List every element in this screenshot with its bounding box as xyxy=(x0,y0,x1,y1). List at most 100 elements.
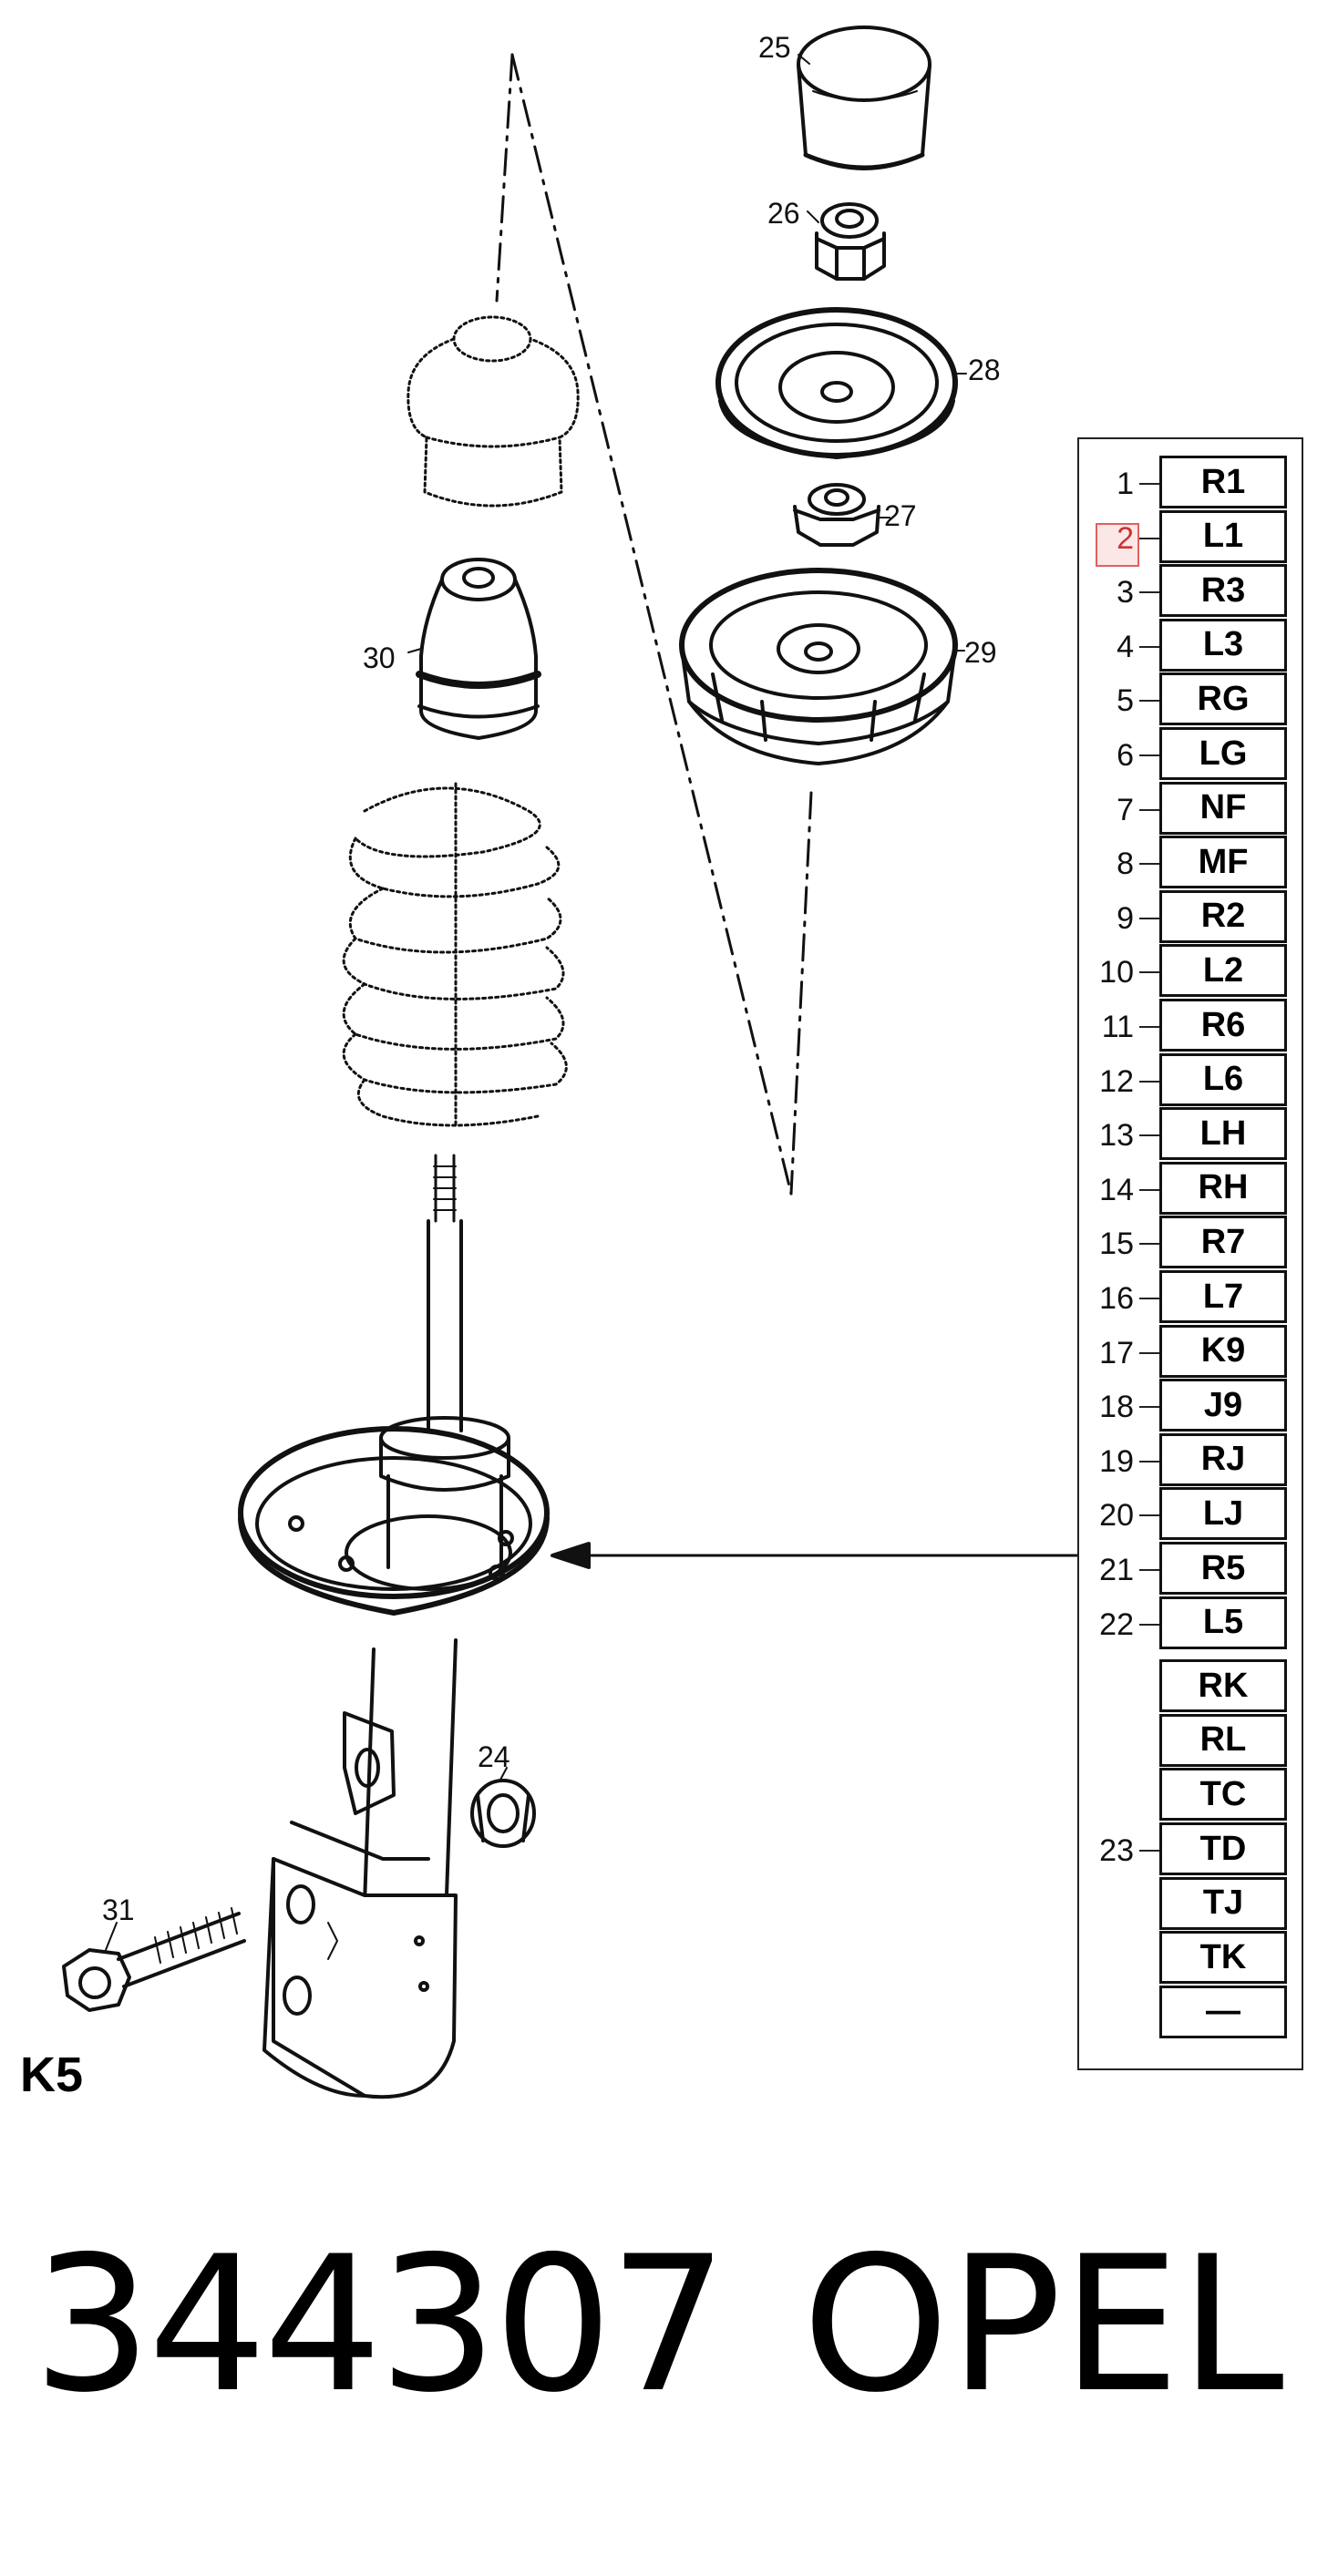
variant-tick xyxy=(1139,754,1159,756)
coil-spring xyxy=(342,782,568,1127)
variant-code: TD xyxy=(1159,1822,1287,1875)
variant-code: LG xyxy=(1159,727,1287,780)
variant-tick xyxy=(1139,971,1159,974)
variant-number: 15 xyxy=(1099,1226,1134,1262)
variant-code: RH xyxy=(1159,1161,1287,1215)
variant-number: 20 xyxy=(1099,1498,1134,1534)
variant-code: L7 xyxy=(1159,1270,1287,1323)
shock-absorber xyxy=(238,1154,550,2099)
variant-tick xyxy=(1139,1080,1159,1083)
callout-26: 26 xyxy=(767,197,800,230)
variant-tick xyxy=(1139,1623,1159,1626)
variant-code: L1 xyxy=(1159,509,1287,563)
variant-code: L2 xyxy=(1159,944,1287,998)
variant-number: 19 xyxy=(1099,1443,1134,1479)
variant-code: L3 xyxy=(1159,618,1287,672)
callout-31: 31 xyxy=(102,1894,135,1926)
variant-number: 11 xyxy=(1101,1010,1134,1044)
variant-tick xyxy=(1139,863,1159,866)
variant-number: 21 xyxy=(1099,1553,1134,1587)
construction-lines xyxy=(495,53,813,1196)
variant-code: RL xyxy=(1159,1713,1287,1767)
variant-code: R5 xyxy=(1159,1542,1287,1595)
variant-tick xyxy=(1139,1406,1159,1409)
variant-code: L6 xyxy=(1159,1052,1287,1106)
variant-code: R1 xyxy=(1159,456,1287,508)
variant-tick xyxy=(1139,917,1159,919)
variant-code: LJ xyxy=(1159,1487,1287,1541)
bump-stop-30 xyxy=(416,558,541,740)
bump-rubber-upper xyxy=(407,315,580,508)
variant-number: 10 xyxy=(1099,955,1134,990)
variant-code: — xyxy=(1159,1985,1287,2038)
variant-tick xyxy=(1139,1514,1159,1517)
callout-28: 28 xyxy=(968,354,1001,386)
variant-code: RK xyxy=(1159,1659,1287,1713)
variant-number: 18 xyxy=(1099,1390,1134,1425)
brand-name: OPEL xyxy=(802,2217,1284,2434)
highlight-marker xyxy=(1096,523,1139,567)
variant-arrow xyxy=(551,1542,1079,1569)
variant-tick xyxy=(1139,1460,1159,1462)
variant-number: 7 xyxy=(1117,792,1134,827)
variant-tick xyxy=(1139,537,1159,539)
variant-code: J9 xyxy=(1159,1379,1287,1432)
variant-code: RG xyxy=(1159,672,1287,726)
strut-mount-29 xyxy=(679,568,958,765)
variant-code: LH xyxy=(1159,1107,1287,1161)
variant-number: 6 xyxy=(1117,738,1134,773)
variant-tick xyxy=(1139,1351,1159,1354)
variant-code: RJ xyxy=(1159,1432,1287,1486)
variant-code: R3 xyxy=(1159,564,1287,618)
callout-30: 30 xyxy=(363,641,396,674)
variant-number: 13 xyxy=(1099,1118,1134,1154)
variant-tick xyxy=(1139,1298,1159,1299)
variant-tick xyxy=(1139,1243,1159,1246)
variant-code: NF xyxy=(1159,781,1287,835)
support-plate-28 xyxy=(715,307,958,459)
variant-number: 9 xyxy=(1117,900,1134,936)
callout-25: 25 xyxy=(758,31,791,64)
variant-tick xyxy=(1139,1569,1159,1571)
variant-tick xyxy=(1139,591,1159,594)
variant-number: 12 xyxy=(1099,1063,1134,1099)
variant-tick xyxy=(1139,700,1159,703)
variant-code: L5 xyxy=(1159,1596,1287,1649)
variant-table xyxy=(1077,437,1303,2070)
variant-number: 14 xyxy=(1099,1172,1134,1207)
part-number: 344307 xyxy=(33,2217,728,2434)
variant-code: TK xyxy=(1159,1931,1287,1985)
variant-number: 5 xyxy=(1117,683,1134,719)
variant-tick xyxy=(1139,1026,1159,1028)
variant-code: R6 xyxy=(1159,999,1287,1052)
variant-code: TC xyxy=(1159,1768,1287,1822)
bolt-31 xyxy=(62,1907,246,2012)
variant-tick xyxy=(1139,1134,1159,1137)
variant-tick xyxy=(1139,483,1159,485)
variant-number: 3 xyxy=(1117,575,1134,611)
callout-24: 24 xyxy=(478,1740,510,1773)
variant-number: 16 xyxy=(1099,1281,1134,1316)
nut-27 xyxy=(793,483,880,547)
diagram-label: K5 xyxy=(20,2047,84,2102)
variant-tick xyxy=(1139,808,1159,811)
variant-number: 17 xyxy=(1099,1335,1134,1370)
variant-tick xyxy=(1139,1850,1159,1852)
callout-29: 29 xyxy=(964,636,997,669)
variant-code: R7 xyxy=(1159,1216,1287,1269)
variant-code: TJ xyxy=(1159,1876,1287,1930)
variant-code: MF xyxy=(1159,836,1287,889)
callout-27: 27 xyxy=(884,499,917,532)
variant-code: R2 xyxy=(1159,889,1287,943)
variant-number: 4 xyxy=(1117,629,1134,664)
variant-number: 8 xyxy=(1117,847,1134,882)
flange-nut-24 xyxy=(470,1779,536,1848)
leader-lines xyxy=(105,54,967,1951)
variant-number: 22 xyxy=(1099,1606,1134,1642)
dust-cap-25 xyxy=(797,26,931,170)
variant-tick xyxy=(1139,645,1159,648)
variant-code: K9 xyxy=(1159,1324,1287,1378)
variant-number: 2 xyxy=(1117,520,1134,556)
nut-26 xyxy=(815,202,886,281)
